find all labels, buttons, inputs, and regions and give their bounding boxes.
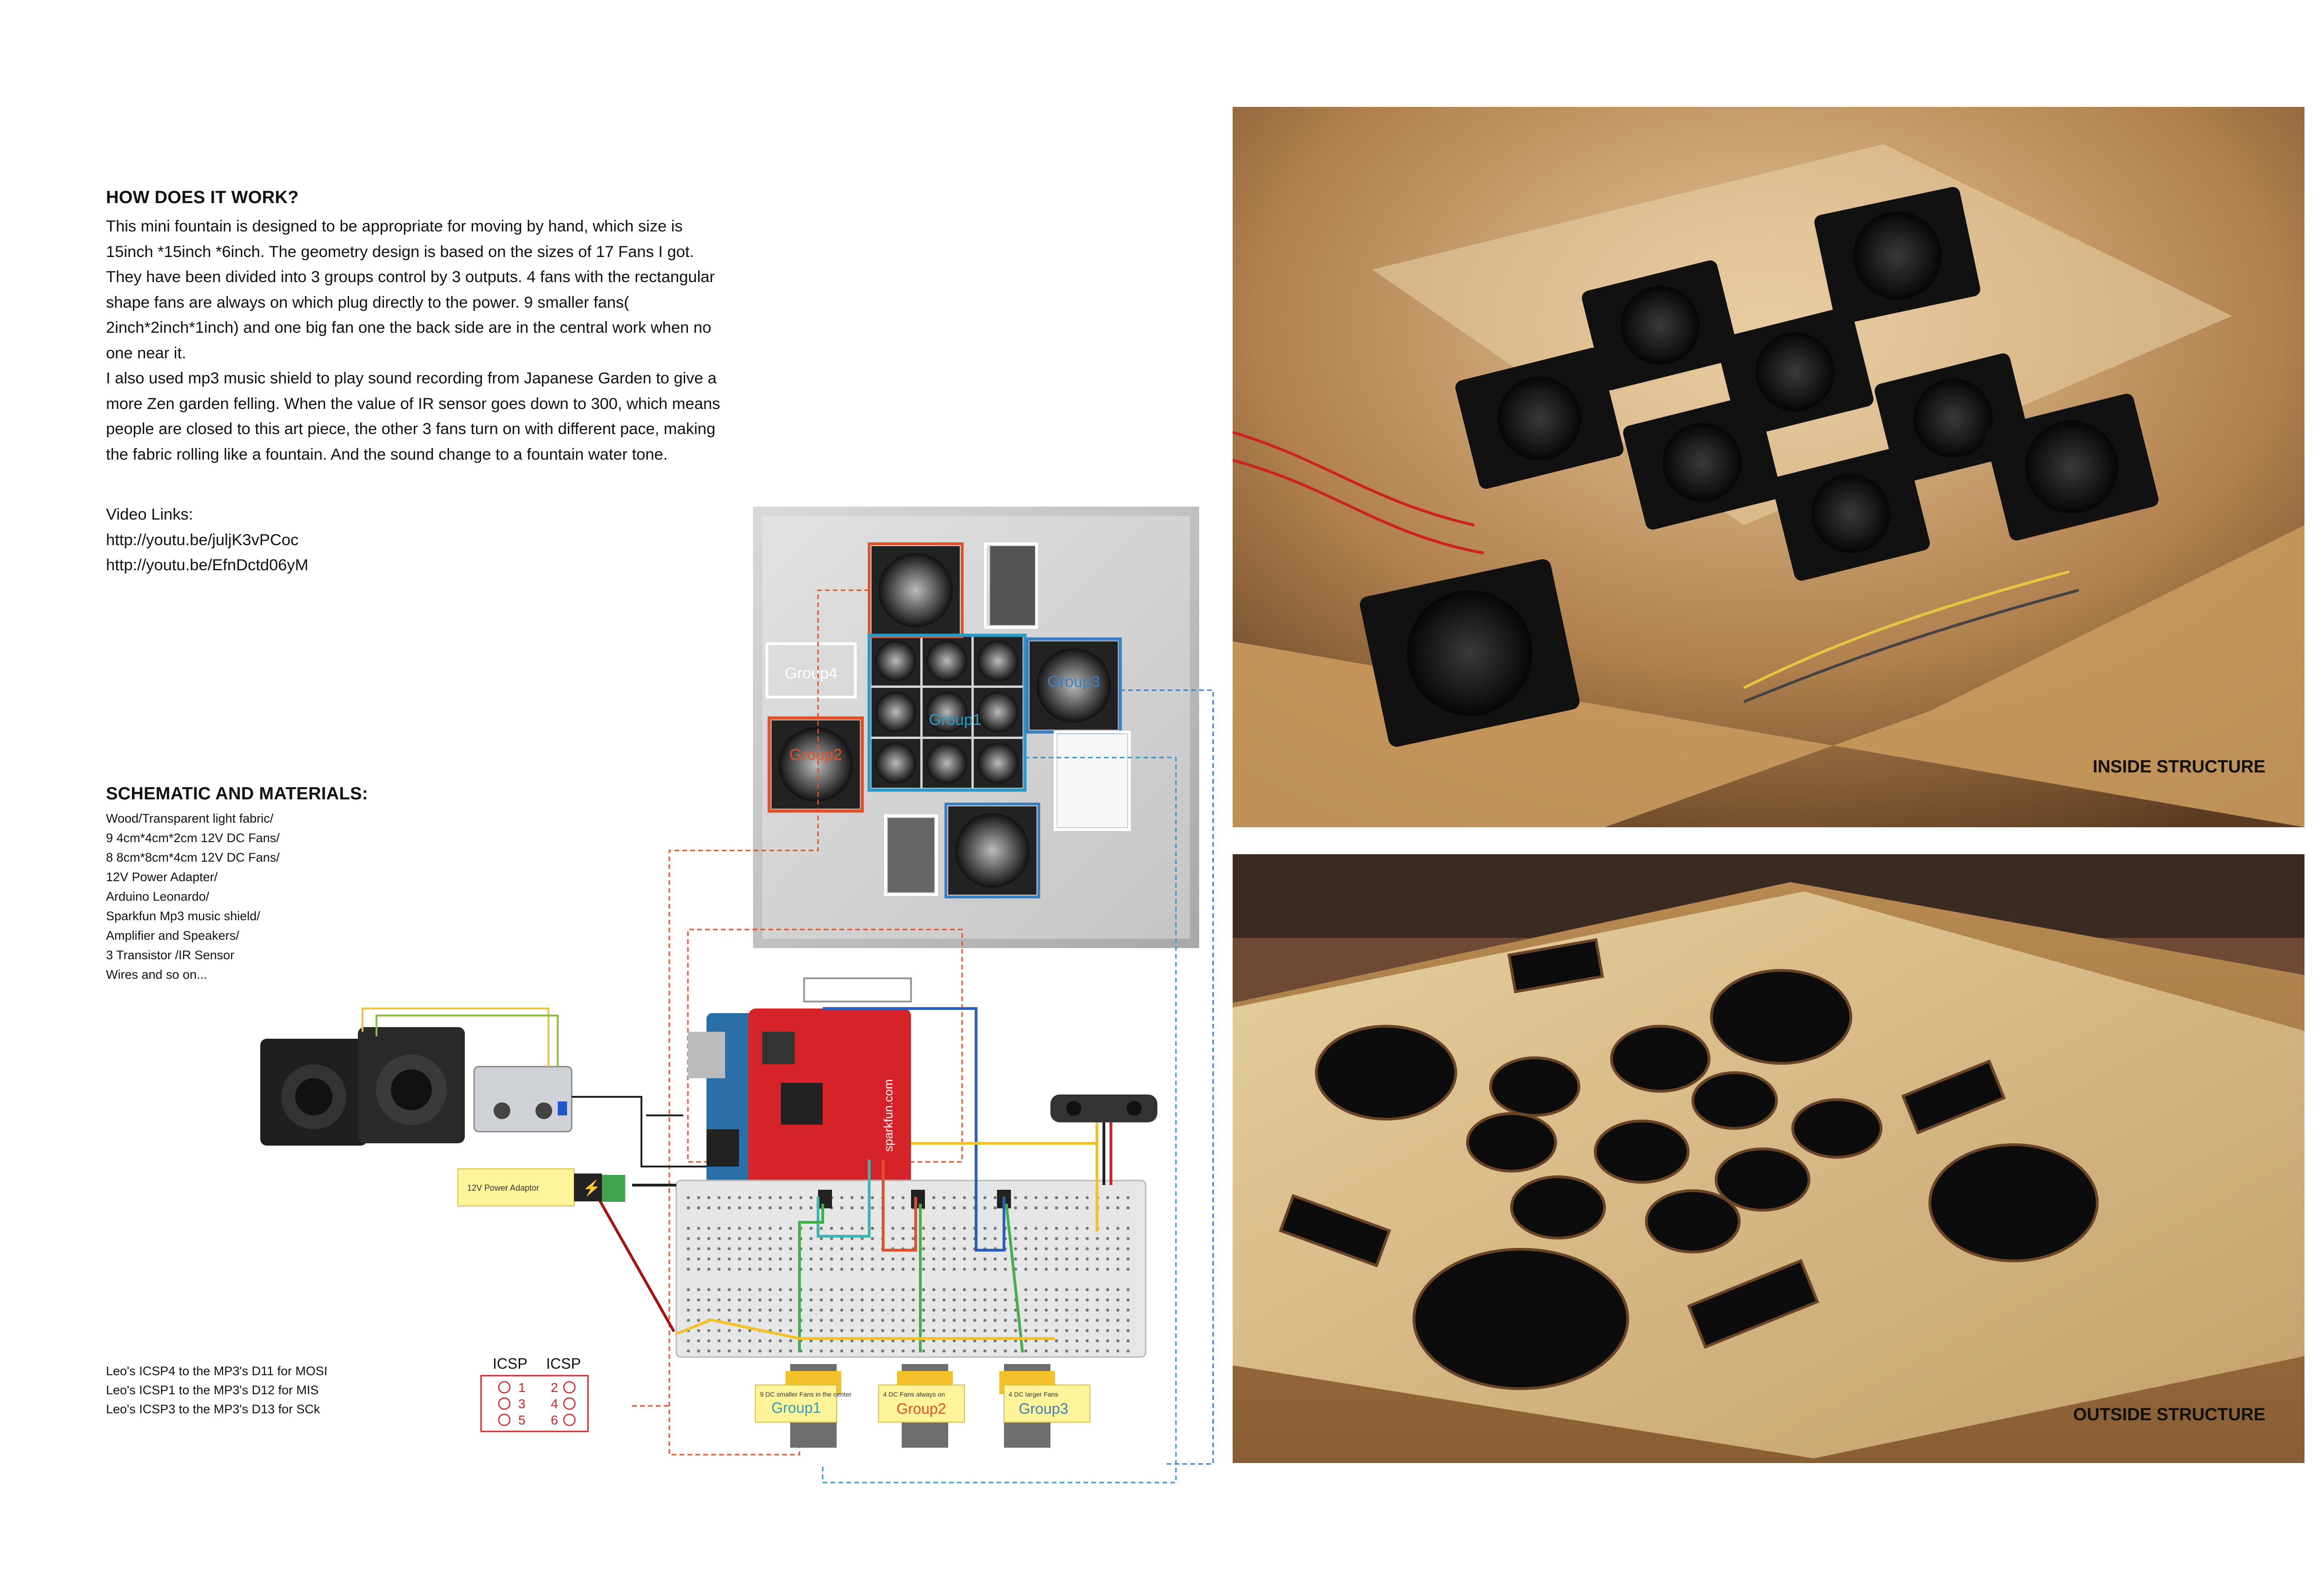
video-links: Video Links: http://youtu.be/juljK3vPCoc… [106, 502, 308, 578]
how-it-works-heading: HOW DOES IT WORK? [106, 188, 299, 207]
amplifier [473, 1066, 573, 1133]
material-item: Sparkfun Mp3 music shield/ [106, 909, 260, 923]
material-item: Wood/Transparent light fabric/ [106, 811, 274, 825]
arduino-board: sparkfun.com [688, 977, 912, 1194]
how-paragraph-1: This mini fountain is designed to be app… [106, 218, 715, 362]
svg-text:⚡: ⚡ [582, 1180, 601, 1197]
icsp-pin: 2 [551, 1380, 558, 1395]
speakers [260, 1027, 465, 1146]
icsp-pin: 4 [551, 1397, 558, 1411]
material-item: Arduino Leonardo/ [106, 890, 210, 903]
group1-photo-label: Group1 [929, 711, 981, 729]
inside-structure-illustration [1233, 107, 2304, 827]
material-item: 9 4cm*4cm*2cm 12V DC Fans/ [106, 831, 280, 845]
material-item: Amplifier and Speakers/ [106, 929, 239, 943]
shield-brand: sparkfun.com [881, 1079, 895, 1152]
power-adaptor: 12V Power Adaptor ⚡ [457, 1168, 625, 1206]
icsp-pin: 1 [518, 1380, 526, 1395]
schematic-diagram: Group4 Group1 Group3 Group2 [260, 507, 1214, 1483]
outside-structure-illustration [1233, 854, 2304, 1463]
icsp-note: Leo's ICSP1 to the MP3's D12 for MIS [106, 1383, 319, 1397]
icsp-notes: Leo's ICSP4 to the MP3's D11 for MOSI Le… [106, 1362, 328, 1419]
fan-note-3: 4 DC larger Fans [1009, 1391, 1058, 1398]
material-item: Wires and so on... [106, 968, 207, 982]
video-link-2[interactable]: http://youtu.be/EfnDctd06yM [106, 556, 309, 574]
material-item: 3 Transistor /IR Sensor [106, 948, 235, 962]
material-item: 8 8cm*8cm*4cm 12V DC Fans/ [106, 850, 280, 864]
material-item: 12V Power Adapter/ [106, 870, 218, 884]
how-paragraph-2: I also used mp3 music shield to play sou… [106, 369, 720, 463]
fan-grid [772, 546, 1127, 895]
materials-list: Wood/Transparent light fabric/ 9 4cm*4cm… [106, 809, 280, 984]
ir-sensor [1050, 1094, 1157, 1122]
top-view-photo: Group4 Group1 Group3 Group2 [753, 507, 1199, 948]
schematic-heading: SCHEMATIC AND MATERIALS: [106, 784, 368, 804]
how-it-works-body: This mini fountain is designed to be app… [106, 214, 733, 467]
fan-group3-label: Group3 [1019, 1400, 1069, 1417]
icsp-pinout: ICSP ICSP 1 2 3 4 5 6 [480, 1355, 589, 1432]
fan-note-1: 9 DC smaller Fans in the center [760, 1391, 852, 1398]
icsp-label-left: ICSP [493, 1355, 528, 1372]
power-adaptor-label: 12V Power Adaptor [467, 1183, 539, 1193]
fan-group-1: 9 DC smaller Fans in the center Group1 [755, 1364, 852, 1448]
breadboard [675, 1180, 1147, 1358]
icsp-pin: 3 [518, 1397, 526, 1411]
icsp-label-right: ICSP [546, 1355, 581, 1372]
fan-note-2: 4 DC Fans always on [883, 1391, 945, 1398]
group3-photo-label: Group3 [1047, 673, 1100, 691]
outside-structure-photo: OUTSIDE STRUCTURE [1233, 854, 2304, 1463]
video-links-label: Video Links: [106, 506, 193, 523]
icsp-note: Leo's ICSP3 to the MP3's D13 for SCk [106, 1402, 320, 1416]
icsp-note: Leo's ICSP4 to the MP3's D11 for MOSI [106, 1364, 328, 1378]
inside-structure-caption: INSIDE STRUCTURE [2093, 757, 2265, 777]
icsp-pin: 6 [551, 1413, 558, 1427]
fan-group-3: 4 DC larger Fans Group3 [999, 1364, 1090, 1448]
group2-photo-label: Group2 [789, 746, 842, 764]
fan-group-2: 4 DC Fans always on Group2 [878, 1364, 965, 1448]
video-link-1[interactable]: http://youtu.be/juljK3vPCoc [106, 531, 299, 549]
outside-structure-caption: OUTSIDE STRUCTURE [2073, 1405, 2265, 1424]
inside-structure-photo: INSIDE STRUCTURE [1233, 107, 2304, 827]
fan-group2-label: Group2 [897, 1400, 946, 1417]
icsp-pin: 5 [518, 1413, 526, 1427]
group4-label: Group4 [785, 665, 837, 682]
fan-group1-label: Group1 [772, 1399, 821, 1416]
